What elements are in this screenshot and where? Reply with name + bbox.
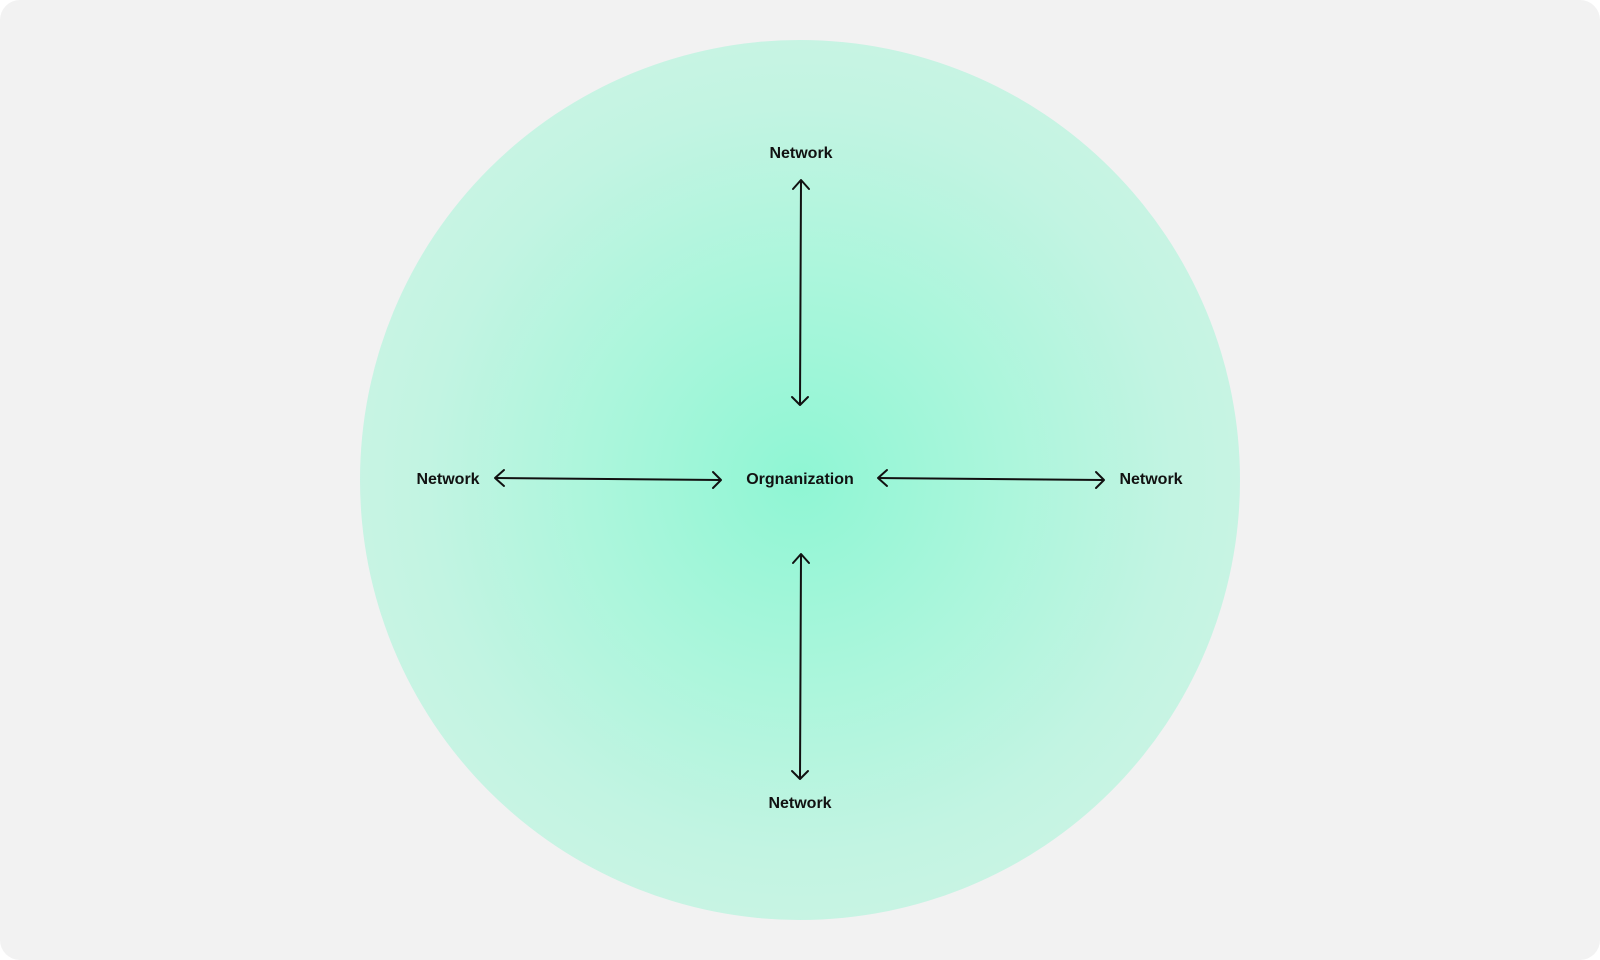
- arrow-center-bottom: [791, 553, 810, 780]
- network-node-top: Network: [769, 145, 833, 162]
- network-node-right: Network: [1119, 471, 1183, 488]
- arrow-center-top: [791, 179, 810, 406]
- arrow-center-left: [494, 469, 722, 489]
- arrow-center-right: [877, 469, 1105, 489]
- network-node-left: Network: [416, 471, 480, 488]
- center-node-label: Orgnanization: [746, 471, 854, 488]
- network-node-bottom: Network: [768, 795, 832, 812]
